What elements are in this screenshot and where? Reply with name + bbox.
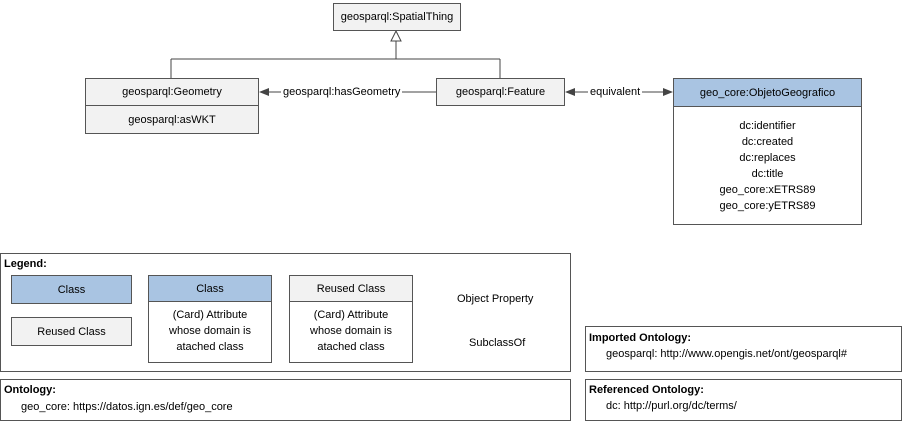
objeto-geografico-label: geo_core:ObjetoGeografico — [699, 86, 836, 99]
legend-class2-label: Class — [196, 282, 224, 295]
legend-reused-class-with-attributes: Reused Class (Card) Attribute whose doma… — [289, 275, 413, 363]
attribute-y-etrs89: geo_core:yETRS89 — [719, 200, 816, 212]
has-geometry-arrowhead — [259, 88, 269, 96]
attribute-x-etrs89: geo_core:xETRS89 — [719, 184, 816, 196]
spatial-thing-label: geosparql:SpatialThing — [340, 11, 454, 23]
objeto-geografico-attributes: dc:identifier dc:created dc:replaces dc:… — [674, 107, 861, 214]
legend-reused-class-attributes: (Card) Attribute whose domain is atached… — [290, 302, 412, 355]
objeto-geografico-class: geo_core:ObjetoGeografico dc:identifier … — [673, 78, 862, 225]
equivalent-arrowhead-right — [663, 88, 673, 96]
legend-class-label: Class — [57, 283, 86, 296]
legend-object-property-label: Object Property — [456, 293, 535, 306]
legend-subclass-label: SubclassOf — [469, 337, 526, 349]
legend-reused-attr-line: atached class — [317, 341, 385, 353]
legend-reused-class-label: Reused Class — [37, 325, 106, 338]
objeto-geografico-header: geo_core:ObjetoGeografico — [674, 79, 861, 107]
legend-class-with-attributes: Class (Card) Attribute whose domain is a… — [148, 275, 272, 363]
geometry-header: geosparql:Geometry — [86, 79, 258, 106]
feature-class: geosparql:Feature — [436, 78, 565, 106]
ontology-panel: Ontology: geo_core: https://datos.ign.es… — [0, 379, 571, 421]
legend-class-attributes: (Card) Attribute whose domain is atached… — [149, 302, 271, 355]
feature-label: geosparql:Feature — [455, 86, 546, 98]
attribute-created: dc:created — [741, 136, 794, 148]
ontology-value: geo_core: https://datos.ign.es/def/geo_c… — [21, 401, 233, 413]
legend-title: Legend: — [4, 258, 47, 270]
legend-reused-class-header: Reused Class — [290, 276, 412, 302]
legend-panel: Legend: — [0, 253, 571, 372]
imported-ontology-title: Imported Ontology: — [589, 332, 692, 344]
legend-class-attr-line: (Card) Attribute — [172, 309, 248, 321]
geometry-attribute: geosparql:asWKT — [128, 113, 216, 126]
attribute-identifier: dc:identifier — [739, 120, 796, 132]
imported-ontology-value: geosparql: http://www.opengis.net/ont/ge… — [606, 348, 847, 360]
attribute-replaces: dc:replaces — [739, 152, 796, 164]
referenced-ontology-value: dc: http://purl.org/dc/terms/ — [606, 400, 737, 412]
legend-class-attr-line: whose domain is — [169, 325, 251, 337]
referenced-ontology-title: Referenced Ontology: — [589, 384, 704, 396]
has-geometry-label: geosparql:hasGeometry — [281, 86, 403, 99]
legend-reused-attr-line: whose domain is — [310, 325, 392, 337]
geometry-class: geosparql:Geometry geosparql:asWKT — [85, 78, 259, 134]
geometry-label: geosparql:Geometry — [122, 86, 222, 98]
legend-reused-attr-line: (Card) Attribute — [313, 309, 389, 321]
subclass-arrowhead — [390, 29, 402, 42]
equivalent-arrowhead-left — [565, 88, 575, 96]
referenced-ontology-panel: Referenced Ontology: dc: http://purl.org… — [585, 379, 902, 421]
attribute-title: dc:title — [751, 168, 784, 180]
legend-class-header: Class — [149, 276, 271, 302]
legend-class-attr-line: atached class — [176, 341, 244, 353]
imported-ontology-panel: Imported Ontology: geosparql: http://www… — [585, 326, 902, 372]
legend-class-box: Class — [11, 275, 132, 304]
legend-reused2-label: Reused Class — [316, 282, 386, 295]
geometry-attributes: geosparql:asWKT — [86, 106, 258, 133]
ontology-title: Ontology: — [4, 384, 56, 396]
spatial-thing-class: geosparql:SpatialThing — [333, 3, 461, 31]
equivalent-label: equivalent — [588, 86, 643, 99]
legend-reused-class-box: Reused Class — [11, 317, 132, 346]
